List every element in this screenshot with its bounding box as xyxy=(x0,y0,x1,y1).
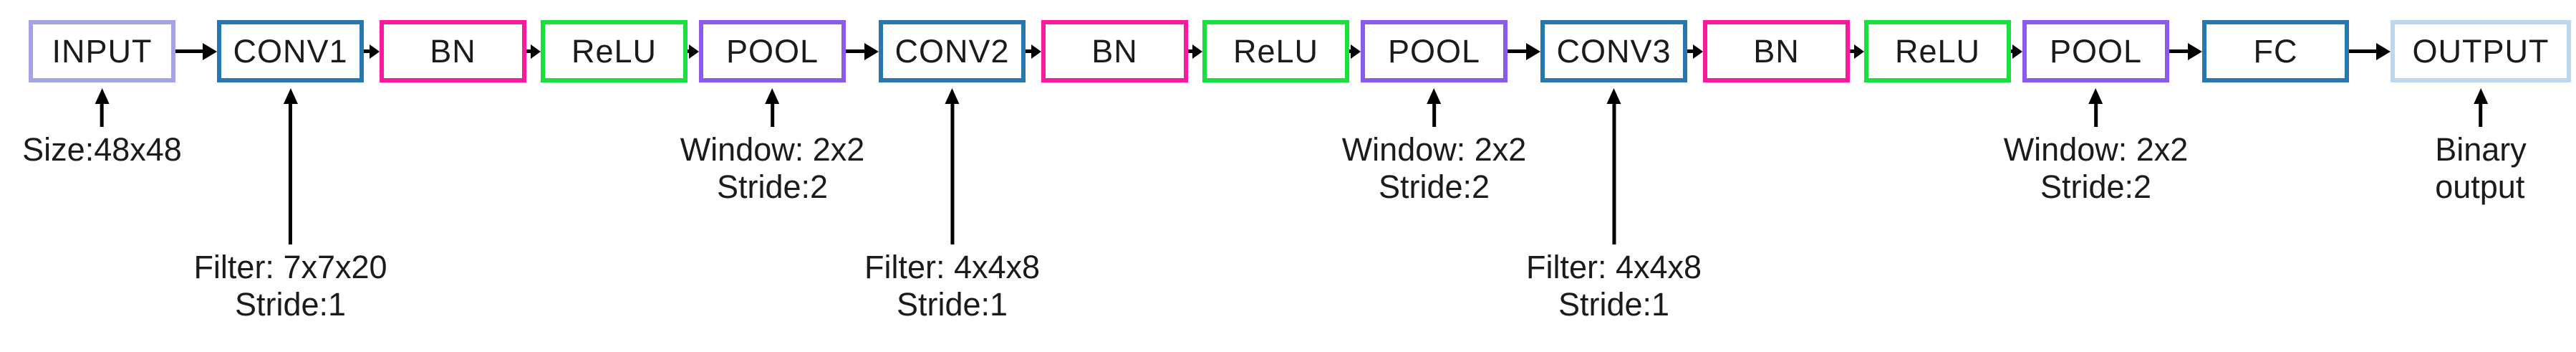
annotation-line: Binary xyxy=(2435,131,2527,168)
up-arrow-icon xyxy=(2474,88,2488,127)
node-input: INPUT Size:48x48 xyxy=(22,20,182,168)
node-fc: FC xyxy=(2202,20,2349,82)
node-box-fc: FC xyxy=(2202,20,2349,82)
up-arrow-icon xyxy=(1606,88,1621,244)
node-bn1: BN xyxy=(380,20,526,82)
annotation-line: Filter: 4x4x8 xyxy=(864,249,1041,285)
annotation-line: Stride:1 xyxy=(234,286,347,323)
node-label-pool3: POOL xyxy=(2049,32,2143,70)
node-box-pool3: POOL xyxy=(2022,20,2169,82)
flow-right-arrow-icon xyxy=(1349,20,1361,82)
annotation-line: Stride:2 xyxy=(2040,168,2152,205)
annotation-line: Window: 2x2 xyxy=(2003,131,2189,168)
annotation-line: Stride:1 xyxy=(896,286,1008,323)
node-label-conv3: CONV3 xyxy=(1556,32,1671,70)
node-label-pool2: POOL xyxy=(1387,32,1481,70)
up-arrow-icon xyxy=(945,88,960,244)
up-arrow-icon xyxy=(95,88,110,127)
node-box-conv1: CONV1 xyxy=(217,20,364,82)
annotation-line: Window: 2x2 xyxy=(680,131,865,168)
node-box-conv3: CONV3 xyxy=(1540,20,1687,82)
flow-right-arrow-icon xyxy=(2349,20,2391,82)
node-relu2: ReLU xyxy=(1202,20,1349,82)
flow-right-arrow-icon xyxy=(175,20,217,82)
flow-right-arrow-icon xyxy=(1508,20,1540,82)
node-label-bn1: BN xyxy=(430,32,476,70)
node-box-bn3: BN xyxy=(1703,20,1850,82)
flow-right-arrow-icon xyxy=(1687,20,1703,82)
node-label-relu3: ReLU xyxy=(1894,32,1981,70)
flow-right-arrow-icon xyxy=(2169,20,2202,82)
flow-right-arrow-icon xyxy=(846,20,879,82)
flow-right-arrow-icon xyxy=(364,20,380,82)
annotation-text-input: Size:48x48 xyxy=(22,131,182,168)
up-arrow-icon xyxy=(1427,88,1442,127)
flow-right-arrow-icon xyxy=(688,20,699,82)
node-label-bn3: BN xyxy=(1753,32,1800,70)
node-label-relu1: ReLU xyxy=(571,32,657,70)
node-label-input: INPUT xyxy=(52,32,153,70)
node-label-conv1: CONV1 xyxy=(233,32,348,70)
annotation-line: Stride:2 xyxy=(716,168,829,205)
up-arrow-icon xyxy=(283,88,298,244)
flow-right-arrow-icon xyxy=(1026,20,1041,82)
up-arrow-icon xyxy=(765,88,780,127)
node-bn2: BN xyxy=(1041,20,1188,82)
annotation-line: Filter: 4x4x8 xyxy=(1525,249,1702,285)
annotation-line: Size:48x48 xyxy=(22,131,182,168)
node-box-relu3: ReLU xyxy=(1864,20,2011,82)
flow-right-arrow-icon xyxy=(2011,20,2022,82)
flow-right-arrow-icon xyxy=(1850,20,1864,82)
node-box-bn2: BN xyxy=(1041,20,1188,82)
node-box-relu2: ReLU xyxy=(1202,20,1349,82)
flow-right-arrow-icon xyxy=(526,20,541,82)
annotation-line: output xyxy=(2435,168,2525,205)
annotation-line: Filter: 7x7x20 xyxy=(193,249,387,285)
node-relu3: ReLU xyxy=(1864,20,2011,82)
node-label-output: OUTPUT xyxy=(2412,32,2550,70)
up-arrow-icon xyxy=(2088,88,2103,127)
node-box-output: OUTPUT xyxy=(2391,20,2571,82)
node-box-conv2: CONV2 xyxy=(879,20,1026,82)
node-relu1: ReLU xyxy=(541,20,688,82)
node-box-pool1: POOL xyxy=(699,20,846,82)
node-label-fc: FC xyxy=(2253,32,2298,70)
node-box-pool2: POOL xyxy=(1361,20,1508,82)
node-label-conv2: CONV2 xyxy=(894,32,1010,70)
node-bn3: BN xyxy=(1703,20,1850,82)
node-box-input: INPUT xyxy=(29,20,175,82)
flow-right-arrow-icon xyxy=(1188,20,1202,82)
node-box-relu1: ReLU xyxy=(541,20,688,82)
annotation-input: Size:48x48 xyxy=(22,82,182,168)
node-label-pool1: POOL xyxy=(725,32,819,70)
node-box-bn1: BN xyxy=(380,20,526,82)
annotation-line: Stride:1 xyxy=(1558,286,1670,323)
node-label-relu2: ReLU xyxy=(1232,32,1319,70)
annotation-line: Stride:2 xyxy=(1378,168,1490,205)
annotation-line: Window: 2x2 xyxy=(1341,131,1527,168)
node-label-bn2: BN xyxy=(1091,32,1138,70)
